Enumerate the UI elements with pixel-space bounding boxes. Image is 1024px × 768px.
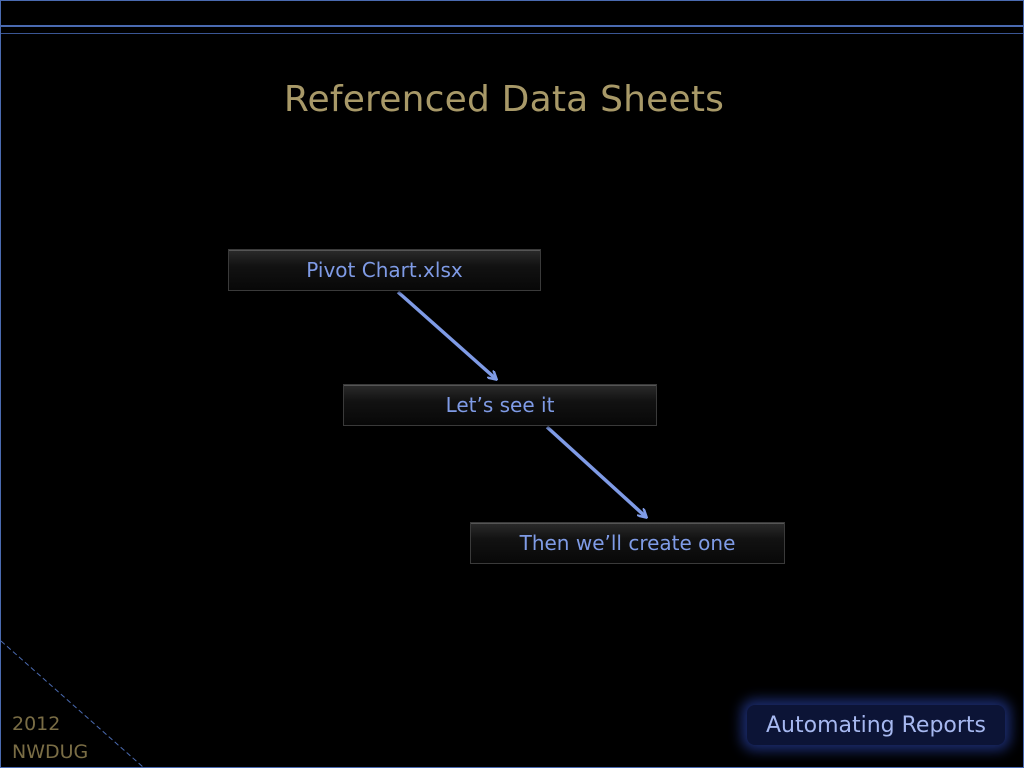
footer-year: 2012 <box>12 713 61 735</box>
flow-step-lets-see-it: Let’s see it <box>343 384 657 426</box>
top-rule <box>1 25 1023 27</box>
footer-badge: Automating Reports <box>747 705 1005 745</box>
footer-badge-label: Automating Reports <box>765 712 987 738</box>
top-rule-thin <box>1 33 1023 34</box>
footer-org: NWDUG <box>12 741 89 763</box>
flow-step-label: Pivot Chart.xlsx <box>306 258 463 282</box>
flow-step-label: Then we’ll create one <box>519 531 736 555</box>
arrow-step2-to-step3 <box>545 425 646 517</box>
slide-title: Referenced Data Sheets <box>283 79 725 120</box>
arrow-step1-to-step2 <box>396 290 496 379</box>
flow-step-label: Let’s see it <box>445 393 555 417</box>
flow-step-create-one: Then we’ll create one <box>470 522 785 564</box>
flow-step-pivot-chart: Pivot Chart.xlsx <box>228 249 541 291</box>
